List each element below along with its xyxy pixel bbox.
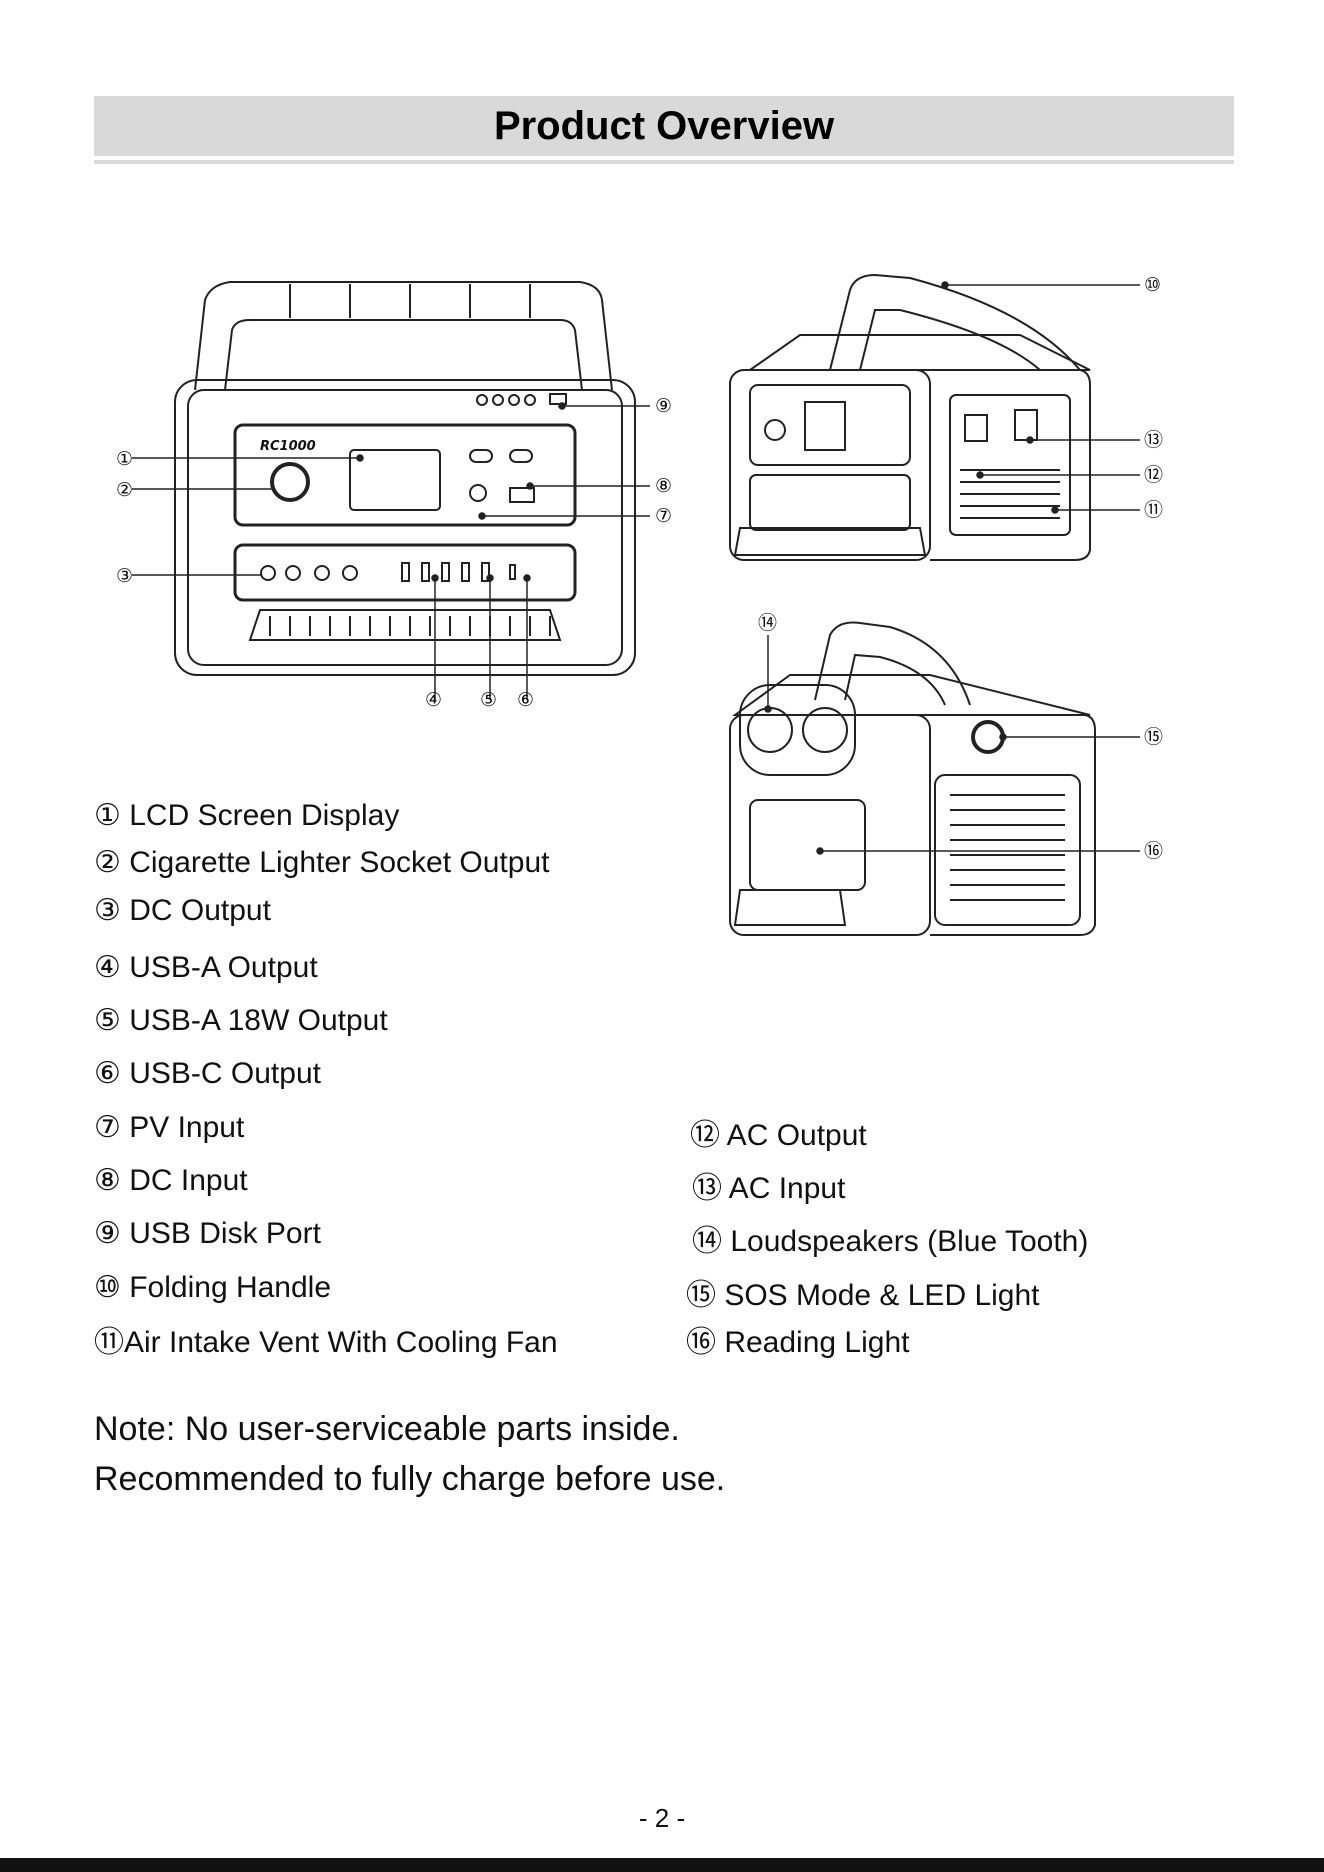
rear-view-drawing: ⑭ ⑮ ⑯	[729, 612, 1163, 936]
legend-item-10: ⑩ Folding Handle	[94, 1271, 332, 1304]
callout-12: ⑫	[1144, 464, 1163, 486]
callout-16: ⑯	[1144, 840, 1163, 862]
callout-6: ⑥	[517, 689, 534, 711]
front-view-figure: RC1000 ① ② ③ ④ ⑤ ⑥ ⑦ ⑧ ⑨	[110, 260, 710, 720]
side-view-figure: ⑩ ⑬ ⑫ ⑪	[720, 260, 1200, 600]
callout-13: ⑬	[1144, 429, 1163, 451]
legend-item-1: ① LCD Screen Display	[94, 799, 400, 832]
callout-2: ②	[116, 479, 133, 501]
legend-item-14: ⑭ Loudspeakers (Blue Tooth)	[692, 1225, 1089, 1258]
callout-7: ⑦	[655, 505, 672, 527]
legend-item-13: ⑬ AC Input	[692, 1172, 846, 1205]
legend-item-9: ⑨ USB Disk Port	[94, 1217, 321, 1250]
legend-item-8: ⑧ DC Input	[94, 1164, 248, 1197]
callout-5: ⑤	[480, 689, 497, 711]
legend-item-3: ③ DC Output	[94, 894, 271, 927]
callout-14: ⑭	[758, 612, 777, 634]
legend-item-16: ⑯ Reading Light	[686, 1326, 910, 1359]
legend-item-5: ⑤ USB-A 18W Output	[94, 1004, 388, 1037]
page-title: Product Overview	[493, 103, 835, 148]
front-view-drawing: RC1000 ① ② ③ ④ ⑤ ⑥ ⑦ ⑧ ⑨	[116, 281, 672, 711]
callout-9: ⑨	[655, 395, 672, 417]
title-bar: Product Overview	[94, 96, 1234, 156]
callout-1: ①	[116, 448, 133, 470]
legend-item-2: ② Cigarette Lighter Socket Output	[94, 846, 550, 879]
note-line-2: Recommended to fully charge before use.	[94, 1460, 726, 1498]
callout-8: ⑧	[655, 475, 672, 497]
callout-4: ④	[425, 689, 442, 711]
legend-item-4: ④ USB-A Output	[94, 951, 318, 984]
legend-item-6: ⑥ USB-C Output	[94, 1057, 321, 1090]
callout-11: ⑪	[1144, 499, 1163, 521]
note-line-1: Note: No user-serviceable parts inside.	[94, 1410, 680, 1448]
rear-view-figure: ⑭ ⑮ ⑯	[720, 605, 1200, 965]
title-rule	[94, 160, 1234, 164]
side-view-drawing: ⑩ ⑬ ⑫ ⑪	[729, 273, 1163, 561]
callout-10: ⑩	[1144, 274, 1161, 296]
callout-15: ⑮	[1144, 726, 1163, 748]
page-number: - 2 -	[638, 1803, 686, 1833]
callout-3: ③	[116, 565, 133, 587]
legend-item-7: ⑦ PV Input	[94, 1111, 245, 1144]
legend-item-12: ⑫ AC Output	[690, 1119, 867, 1152]
legend-item-11: ⑪Air Intake Vent With Cooling Fan	[94, 1326, 558, 1359]
legend-item-15: ⑮ SOS Mode & LED Light	[686, 1279, 1040, 1312]
page-bottom-band	[0, 1858, 1324, 1872]
model-label: RC1000	[260, 439, 316, 454]
